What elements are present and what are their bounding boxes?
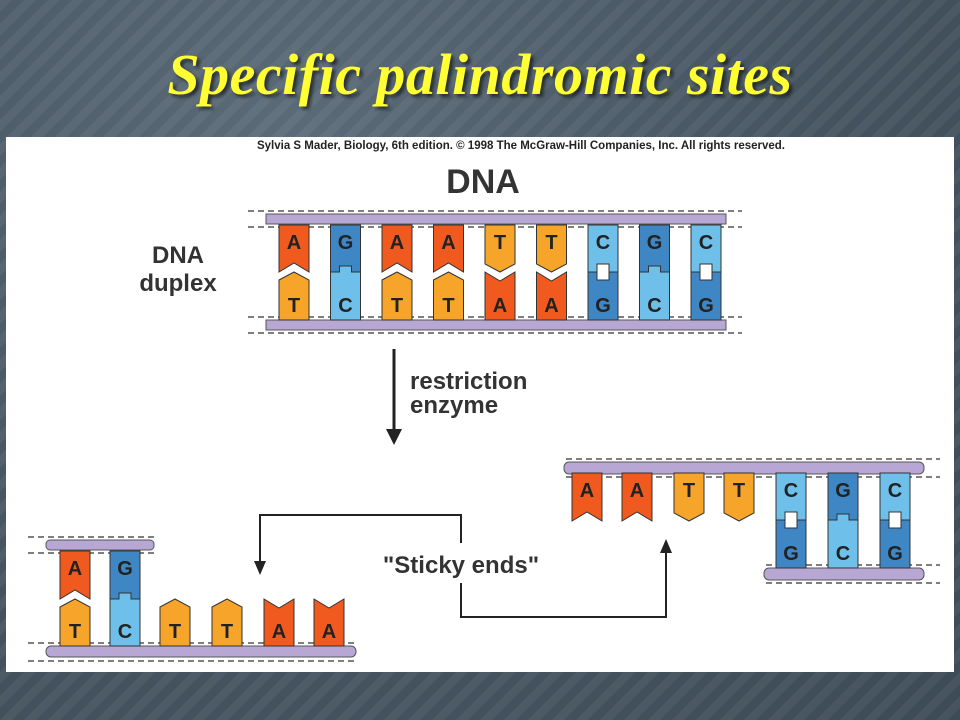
right-fragment-bases: A A T T C G G C C G bbox=[571, 472, 911, 569]
base-block-T bbox=[536, 224, 567, 273]
base-block-C bbox=[109, 592, 141, 647]
duplex-base-top: A bbox=[390, 232, 404, 254]
duplex-base-bottom: A bbox=[544, 295, 558, 317]
duplex-base-bottom: G bbox=[698, 295, 714, 317]
duplex-base-top: C bbox=[596, 232, 610, 254]
duplex-base-top: G bbox=[338, 232, 354, 254]
duplex-base-bottom: C bbox=[338, 295, 352, 317]
duplex-base-bottom: T bbox=[442, 295, 454, 317]
base-block-G bbox=[879, 519, 911, 569]
duplex-label-line1: DNA bbox=[152, 242, 204, 269]
figure-credit: Sylvia S Mader, Biology, 6th edition. © … bbox=[257, 140, 785, 152]
left-base-bottom: T bbox=[69, 621, 81, 643]
right-base-top: C bbox=[888, 480, 902, 502]
duplex-base-top: T bbox=[494, 232, 506, 254]
base-block-T bbox=[278, 271, 310, 321]
duplex-base-bottom: T bbox=[391, 295, 403, 317]
left-overhang-base: A bbox=[322, 621, 336, 643]
right-overhang-base: A bbox=[580, 480, 594, 502]
left-overhang-base: A bbox=[272, 621, 286, 643]
right-overhang-base: T bbox=[733, 480, 745, 502]
right-base-top: C bbox=[784, 480, 798, 502]
duplex-base-bottom: C bbox=[647, 295, 661, 317]
base-block-C bbox=[330, 265, 361, 321]
duplex-base-bottom: T bbox=[288, 295, 300, 317]
base-block-A bbox=[621, 472, 653, 522]
base-block-T bbox=[723, 472, 755, 522]
base-block-A bbox=[59, 550, 91, 600]
sticky-ends-label: "Sticky ends" bbox=[383, 552, 539, 579]
base-block-A bbox=[278, 224, 310, 273]
base-block-G bbox=[775, 519, 807, 569]
base-block-A bbox=[571, 472, 603, 522]
base-block-A bbox=[484, 271, 516, 321]
base-block-T bbox=[381, 271, 413, 321]
left-fragment-bases: A T G C T T A A bbox=[59, 550, 345, 647]
right-base-top: G bbox=[835, 480, 851, 502]
duplex-base-bottom: A bbox=[493, 295, 507, 317]
base-block-C bbox=[639, 265, 670, 321]
right-base-bottom: G bbox=[783, 543, 799, 565]
down-arrow bbox=[386, 349, 402, 445]
left-fragment-bottom-backbone bbox=[28, 642, 357, 662]
duplex-base-top: A bbox=[441, 232, 455, 254]
base-block-G bbox=[587, 271, 619, 321]
left-fragment-top-backbone bbox=[28, 536, 156, 554]
base-block-C bbox=[827, 513, 859, 569]
left-base-bottom: C bbox=[118, 621, 132, 643]
base-block-A bbox=[263, 598, 295, 647]
duplex-base-top: A bbox=[287, 232, 301, 254]
base-block-T bbox=[484, 224, 516, 273]
dna-diagram: Sylvia S Mader, Biology, 6th edition. © … bbox=[28, 140, 940, 662]
base-block-G bbox=[690, 271, 722, 321]
left-overhang-base: T bbox=[221, 621, 233, 643]
base-block-T bbox=[433, 271, 464, 321]
arrow-to-right-fragment bbox=[460, 539, 672, 618]
base-block-T bbox=[159, 598, 191, 647]
right-base-bottom: C bbox=[836, 543, 850, 565]
base-block-A bbox=[536, 271, 567, 321]
left-base-top: G bbox=[117, 558, 133, 580]
duplex-label-line2: duplex bbox=[139, 270, 217, 297]
base-block-T bbox=[673, 472, 705, 522]
dna-heading: DNA bbox=[446, 163, 520, 201]
right-base-bottom: G bbox=[887, 543, 903, 565]
base-block-T bbox=[211, 598, 243, 647]
left-overhang-base: T bbox=[169, 621, 181, 643]
slide-title: Specific palindromic sites bbox=[167, 42, 793, 107]
step-label-line2: enzyme bbox=[410, 392, 498, 419]
arrow-to-left-fragment bbox=[254, 514, 462, 575]
right-overhang-base: T bbox=[683, 480, 695, 502]
base-block-A bbox=[381, 224, 413, 273]
base-block-A bbox=[433, 224, 464, 273]
step-label-line1: restriction bbox=[410, 368, 527, 395]
base-block-T bbox=[59, 598, 91, 647]
duplex-base-top: G bbox=[647, 232, 663, 254]
base-block-A bbox=[313, 598, 345, 647]
duplex-base-top: C bbox=[699, 232, 713, 254]
duplex-base-bottom: G bbox=[595, 295, 611, 317]
restriction-enzyme-figure: Sylvia S Mader, Biology, 6th edition. © … bbox=[6, 137, 954, 672]
left-base-top: A bbox=[68, 558, 82, 580]
right-overhang-base: A bbox=[630, 480, 644, 502]
duplex-base-pairs: A T G C A T A T T A T A C G G C C G bbox=[278, 224, 722, 321]
duplex-base-top: T bbox=[545, 232, 557, 254]
